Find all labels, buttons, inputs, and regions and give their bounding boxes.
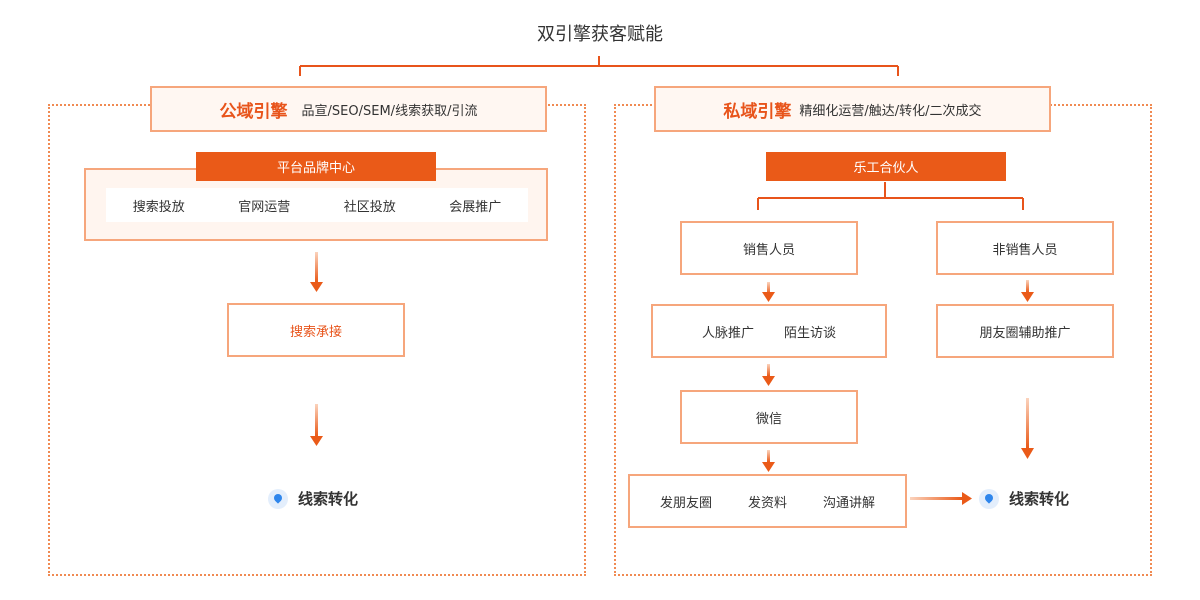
arrow-sales-to-methods <box>762 282 775 302</box>
moments-promo-box: 朋友圈辅助推广 <box>936 304 1114 358</box>
location-pin-icon <box>979 488 999 509</box>
arrow-methods-to-wechat <box>762 364 775 386</box>
private-engine-desc: 精细化运营/触达/转化/二次成交 <box>799 103 982 119</box>
sales-box: 销售人员 <box>680 221 858 275</box>
private-engine-header: 私域引擎 精细化运营/触达/转化/二次成交 <box>654 86 1051 132</box>
channel-row: 搜索投放 官网运营 社区投放 会展推广 <box>106 188 528 222</box>
public-lead-conversion: 线索转化 <box>268 488 358 509</box>
channel-item: 官网运营 <box>238 199 291 215</box>
arrow-wechat-to-actions <box>762 450 775 472</box>
channel-item: 会展推广 <box>449 199 502 215</box>
platform-label: 平台品牌中心 <box>196 152 436 181</box>
channel-item: 搜索投放 <box>132 199 185 215</box>
public-engine-desc: 品宣/SEO/SEM/线索获取/引流 <box>301 103 478 119</box>
channel-item: 社区投放 <box>343 199 396 215</box>
arrow-platform-to-search <box>310 252 323 292</box>
diagram-title: 双引擎获客赋能 <box>537 24 663 45</box>
sales-methods-box: 人脉推广 陌生访谈 <box>651 304 887 358</box>
private-engine-name: 私域引擎 <box>723 101 792 122</box>
search-take-box: 搜索承接 <box>227 303 405 357</box>
arrow-actions-to-lead <box>910 492 972 505</box>
sales-method-item: 陌生访谈 <box>784 325 837 341</box>
wechat-actions-box: 发朋友圈 发资料 沟通讲解 <box>628 474 907 528</box>
non-sales-box: 非销售人员 <box>936 221 1114 275</box>
arrow-moments-to-lead <box>1021 398 1034 459</box>
location-pin-icon <box>268 488 288 509</box>
private-lead-conversion: 线索转化 <box>979 488 1069 509</box>
public-engine-header: 公域引擎 品宣/SEO/SEM/线索获取/引流 <box>150 86 547 132</box>
wechat-box: 微信 <box>680 390 858 444</box>
arrow-search-to-lead <box>310 404 323 446</box>
arrow-nonsales-to-moments <box>1021 280 1034 302</box>
wechat-action-item: 发朋友圈 <box>659 495 712 511</box>
wechat-action-item: 沟通讲解 <box>822 495 875 511</box>
sales-method-item: 人脉推广 <box>701 325 754 341</box>
public-engine-name: 公域引擎 <box>219 101 288 122</box>
partner-label: 乐工合伙人 <box>766 152 1006 181</box>
wechat-action-item: 发资料 <box>747 495 787 511</box>
